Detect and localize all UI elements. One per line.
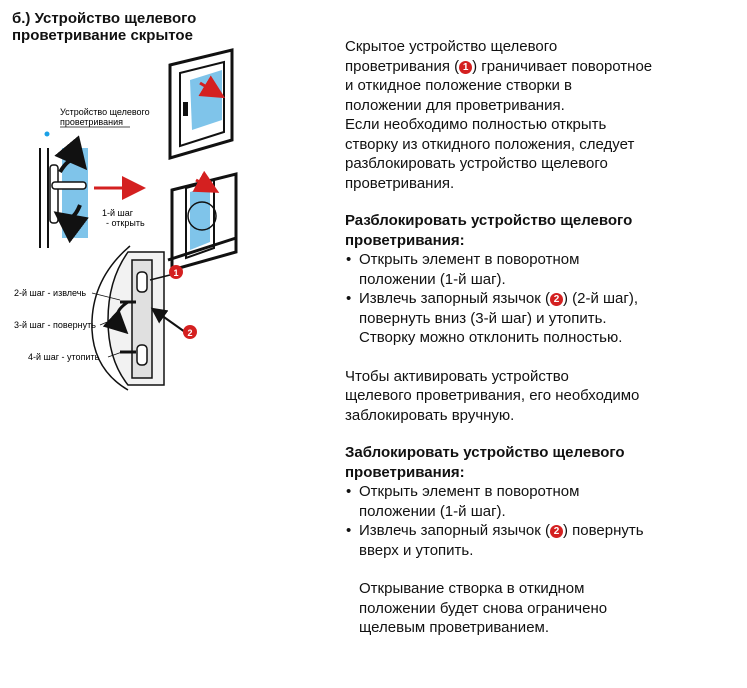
- intro-line: створку из откидного положения, следует: [345, 135, 635, 153]
- step4-label: 4-й шаг - утопить: [28, 352, 100, 362]
- device-label-line-1: Устройство щелевого: [60, 107, 150, 117]
- list-item-line: положении (1-й шаг).: [359, 270, 506, 288]
- intro-line: Если необходимо полностью открыть: [345, 116, 607, 133]
- unlock-title: Разблокировать устройство щелевого: [345, 212, 633, 229]
- lock-detail: [91, 245, 186, 391]
- intro-text: ) граничивает поворотное: [472, 57, 653, 75]
- marker-2-label: 2: [187, 328, 192, 338]
- final-line: положении будет снова ограничено: [359, 599, 608, 617]
- step1-label-line-1: 1-й шаг: [102, 208, 134, 218]
- list-item-line: Открыть элемент в поворотном: [359, 483, 580, 500]
- marker-2-inline-badge: 2: [549, 525, 563, 538]
- list-item-text: ) повернуть: [562, 522, 644, 539]
- section-heading: б.) Устройство щелевого проветривание ск…: [12, 10, 272, 44]
- list-item-line: повернуть вниз (3-й шаг) и утопить.: [359, 309, 607, 327]
- marker-1-label: 1: [173, 268, 178, 278]
- final-line: щелевым проветриванием.: [359, 619, 550, 636]
- step1-label-line-2: - открыть: [106, 218, 145, 228]
- activate-line: Чтобы активировать устройство: [345, 367, 569, 385]
- step2-label: 2-й шаг - извлечь: [14, 288, 86, 298]
- activate-line: заблокировать вручную.: [345, 406, 515, 424]
- intro-paragraph: Скрытое устройство щелевого проветривани…: [345, 37, 735, 193]
- list-item-text: Извлечь запорный язычок (: [359, 522, 550, 539]
- intro-line: разблокировать устройство щелевого: [345, 155, 608, 172]
- list-item: Извлечь запорный язычок (2) повернуть вв…: [345, 521, 735, 560]
- lock-list: Открыть элемент в поворотном положении (…: [345, 482, 735, 560]
- step3-label: 3-й шаг - повернуть: [14, 320, 96, 330]
- list-item-text: Извлечь запорный язычок (: [359, 290, 550, 307]
- intro-line: и откидное положение створки в: [345, 77, 572, 94]
- intro-line: Скрытое устройство щелевого: [345, 38, 558, 55]
- final-paragraph: Открывание створка в откидном положении …: [345, 579, 735, 638]
- marker-2-inline-badge: 2: [549, 293, 563, 306]
- activate-paragraph: Чтобы активировать устройство щелевого п…: [345, 367, 735, 426]
- window-tilted-icon: [168, 48, 234, 160]
- marker-1-inline-badge: 1: [459, 60, 473, 74]
- marker-1-badge: [169, 265, 183, 279]
- handle-detail: [39, 135, 146, 248]
- list-item: Извлечь запорный язычок (2) (2-й шаг), п…: [345, 289, 735, 348]
- marker-2-badge: [183, 325, 197, 339]
- intro-line: проветривания (1) граничивает поворотное: [345, 57, 735, 77]
- list-item: Открыть элемент в поворотном положении (…: [345, 250, 735, 289]
- list-item-line: Извлечь запорный язычок (2) повернуть: [359, 521, 735, 541]
- list-item-line: положении (1-й шаг).: [359, 502, 506, 520]
- instructions-column: Скрытое устройство щелевого проветривани…: [345, 37, 735, 638]
- list-item-line: Створку можно отклонить полностью.: [359, 329, 623, 346]
- activate-line: щелевого проветривания, его необходимо: [345, 387, 640, 404]
- unlock-title: проветривания:: [345, 231, 465, 249]
- intro-line: положении для проветривания.: [345, 96, 565, 114]
- device-label-line-2: проветривания: [60, 117, 123, 127]
- list-item-line: Извлечь запорный язычок (2) (2-й шаг),: [359, 289, 735, 309]
- lock-title: Заблокировать устройство щелевого: [345, 444, 625, 461]
- illustration: Устройство щелевого проветривания 1-й ша…: [14, 48, 238, 391]
- lock-section: Заблокировать устройство щелевого провет…: [345, 443, 735, 560]
- final-line: Открывание створка в откидном: [359, 580, 585, 597]
- list-item: Открыть элемент в поворотном положении (…: [345, 482, 735, 521]
- intro-text: проветривания (: [345, 57, 460, 75]
- lock-title: проветривания:: [345, 463, 465, 481]
- heading-line-2: проветривание скрытое: [12, 27, 193, 44]
- heading-line-1: б.) Устройство щелевого: [12, 10, 197, 27]
- list-item-text: ) (2-й шаг),: [562, 290, 639, 307]
- unlock-section: Разблокировать устройство щелевого прове…: [345, 211, 735, 348]
- unlock-list: Открыть элемент в поворотном положении (…: [345, 250, 735, 348]
- list-item-line: вверх и утопить.: [359, 541, 474, 559]
- window-open-icon: [167, 170, 238, 272]
- intro-line: проветривания.: [345, 174, 455, 192]
- list-item-line: Открыть элемент в поворотном: [359, 251, 580, 268]
